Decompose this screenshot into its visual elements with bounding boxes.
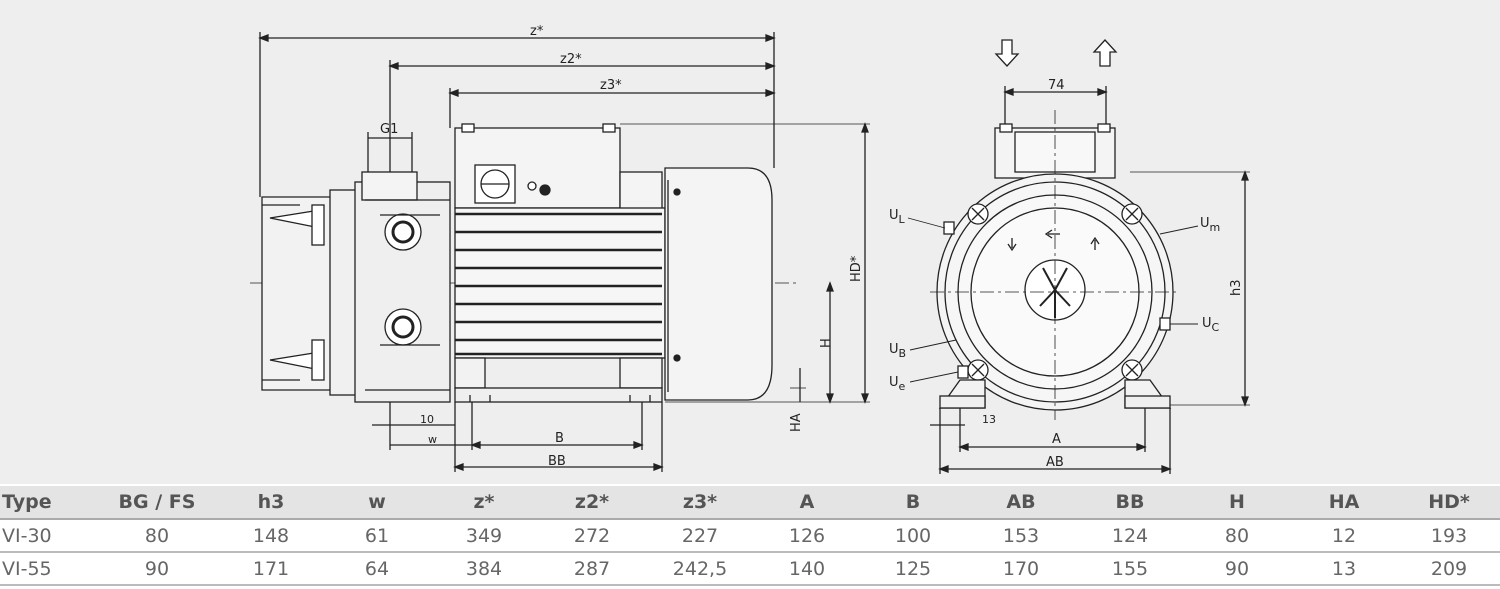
dimensions-table: Type BG / FS h3 w z* z2* z3* A B AB BB H…: [0, 484, 1500, 586]
label-a: A: [1052, 432, 1061, 447]
table-cell: 242,5: [646, 552, 754, 586]
header-cell-ha: HA: [1290, 484, 1398, 520]
drawing-svg: z* z2* z3* G1 HD* H HA 10 w B BB 74 h3 U…: [250, 24, 1250, 474]
table-cell: 349: [430, 519, 538, 553]
label-ha: HA: [789, 413, 804, 432]
label-74: 74: [1048, 78, 1065, 93]
header-cell-w: w: [324, 484, 430, 520]
header-cell-type: Type: [0, 484, 96, 520]
table-cell: 155: [1076, 552, 1184, 586]
label-ul: UL: [889, 208, 906, 226]
header-cell-z: z*: [430, 484, 538, 520]
header-cell-hd: HD*: [1398, 484, 1500, 520]
label-10: 10: [420, 413, 434, 426]
table-cell: 100: [860, 519, 966, 553]
table-cell: 64: [324, 552, 430, 586]
label-w: w: [428, 433, 437, 446]
table-cell: 193: [1398, 519, 1500, 553]
header-cell-h: H: [1184, 484, 1290, 520]
label-ub: UB: [889, 342, 906, 360]
label-ue: Ue: [889, 375, 906, 393]
technical-drawing: z* z2* z3* G1 HD* H HA 10 w B BB 74 h3 U…: [0, 0, 1500, 484]
table-cell: 171: [218, 552, 324, 586]
label-bb: BB: [548, 454, 566, 469]
header-cell-bb: BB: [1076, 484, 1184, 520]
label-uc: UC: [1202, 316, 1220, 334]
table-cell: 384: [430, 552, 538, 586]
table-cell: 153: [966, 519, 1076, 553]
table-cell: 124: [1076, 519, 1184, 553]
table-cell: VI-55: [0, 552, 96, 586]
header-cell-ab: AB: [966, 484, 1076, 520]
table-cell: 170: [966, 552, 1076, 586]
table-cell: 90: [1184, 552, 1290, 586]
header-cell-h3: h3: [218, 484, 324, 520]
label-h: H: [819, 338, 834, 348]
table-cell: 90: [96, 552, 218, 586]
table-cell: 209: [1398, 552, 1500, 586]
table-cell: 126: [754, 519, 860, 553]
table-cell: 61: [324, 519, 430, 553]
label-13: 13: [982, 413, 996, 426]
table-cell: VI-30: [0, 519, 96, 553]
table-cell: 140: [754, 552, 860, 586]
table-cell: 80: [96, 519, 218, 553]
header-row: Type BG / FS h3 w z* z2* z3* A B AB BB H…: [0, 484, 1500, 520]
label-h3: h3: [1229, 279, 1244, 296]
table-cell: 12: [1290, 519, 1398, 553]
table-cell: 287: [538, 552, 646, 586]
table-cell: 227: [646, 519, 754, 553]
label-g1: G1: [380, 122, 398, 137]
side-view: [250, 32, 870, 472]
table-cell: 125: [860, 552, 966, 586]
label-um: Um: [1200, 216, 1220, 234]
header-cell-z3: z3*: [646, 484, 754, 520]
table-cell: 80: [1184, 519, 1290, 553]
label-b: B: [555, 431, 564, 446]
header-cell-z2: z2*: [538, 484, 646, 520]
table-cell: 148: [218, 519, 324, 553]
table-header: Type BG / FS h3 w z* z2* z3* A B AB BB H…: [0, 484, 1500, 520]
table-cell: 272: [538, 519, 646, 553]
label-z2: z2*: [560, 52, 582, 67]
label-hd: HD*: [849, 255, 864, 282]
table-row: VI-30 80 148 61 349 272 227 126 100 153 …: [0, 519, 1500, 553]
front-view: [907, 39, 1250, 474]
header-cell-b: B: [860, 484, 966, 520]
label-z3: z3*: [600, 78, 622, 93]
header-cell-a: A: [754, 484, 860, 520]
header-cell-bg-fs: BG / FS: [96, 484, 218, 520]
table-cell: 13: [1290, 552, 1398, 586]
label-z: z*: [530, 24, 544, 39]
label-ab: AB: [1046, 455, 1064, 470]
table-row: VI-55 90 171 64 384 287 242,5 140 125 17…: [0, 552, 1500, 586]
